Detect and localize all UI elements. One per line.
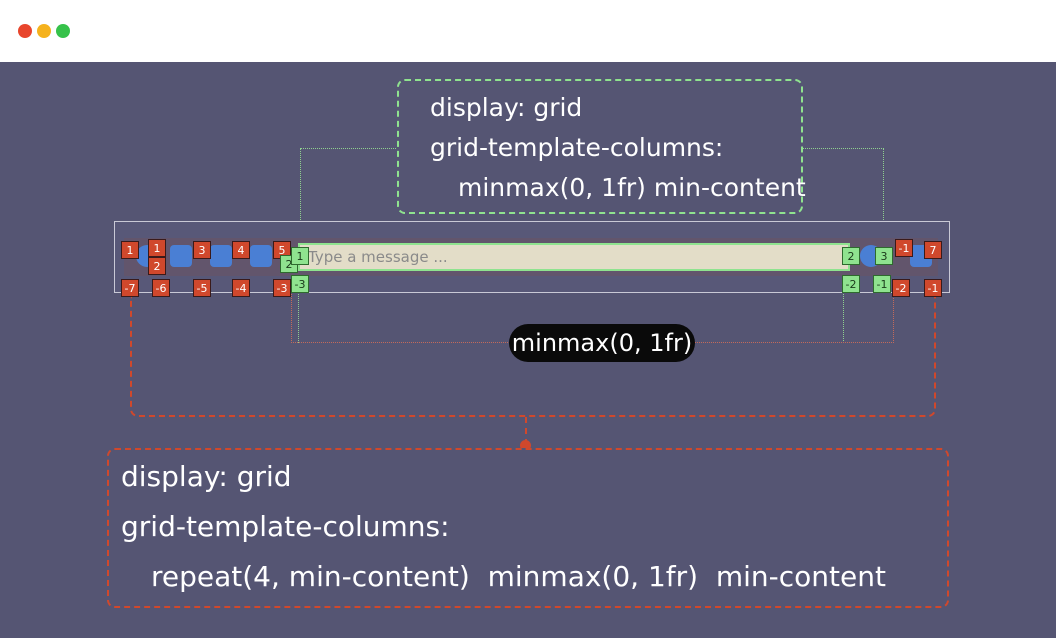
track-size-label: minmax(0, 1fr) [509, 324, 695, 362]
note-line: repeat(4, min-content) minmax(0, 1fr) mi… [151, 560, 886, 593]
outer-grid-bottom-connector [130, 296, 936, 417]
grid-line-label: -2 [892, 279, 910, 297]
grid-line-label: 2 [148, 257, 166, 275]
grid-line-label: 3 [875, 247, 893, 265]
note-line: grid-template-columns: [121, 510, 450, 543]
grid-line-label: -3 [291, 275, 309, 293]
grid-line-label: -3 [273, 279, 291, 297]
grid-line-label: -1 [924, 279, 942, 297]
maximize-window-button[interactable] [56, 24, 70, 38]
grid-line-label: 1 [121, 241, 139, 259]
close-window-button[interactable] [18, 24, 32, 38]
outer-grid-note: display: grid grid-template-columns: rep… [107, 448, 949, 608]
inner-grid-note: display: grid grid-template-columns: min… [397, 79, 806, 214]
connector-line [525, 417, 527, 445]
grid-line-label: 1 [291, 247, 309, 265]
grid-line-label: 3 [193, 241, 211, 259]
connector-dot [520, 440, 531, 451]
grid-line-label: -6 [152, 279, 170, 297]
grid-line-label: 4 [232, 241, 250, 259]
grid-line-label: 1 [148, 239, 166, 257]
grid-line-label: -7 [121, 279, 139, 297]
grid-line-label: -2 [842, 275, 860, 293]
window-titlebar [0, 0, 1056, 62]
grid-line-label: -4 [232, 279, 250, 297]
note-line: grid-template-columns: [430, 133, 724, 162]
grid-line-label: 7 [924, 241, 942, 259]
grid-line-label: -1 [873, 275, 891, 293]
grid-line-label: -5 [193, 279, 211, 297]
gif-icon[interactable] [170, 245, 192, 267]
folder-icon[interactable] [210, 245, 232, 267]
message-input[interactable]: Type a message ... [298, 243, 850, 271]
minimize-window-button[interactable] [37, 24, 51, 38]
grid-line-label: 2 [842, 247, 860, 265]
grid-line-label: -1 [895, 239, 913, 257]
note-line: minmax(0, 1fr) min-content [458, 173, 806, 202]
note-line: display: grid [430, 93, 583, 122]
note-line: display: grid [121, 460, 292, 493]
image-icon[interactable] [250, 245, 272, 267]
